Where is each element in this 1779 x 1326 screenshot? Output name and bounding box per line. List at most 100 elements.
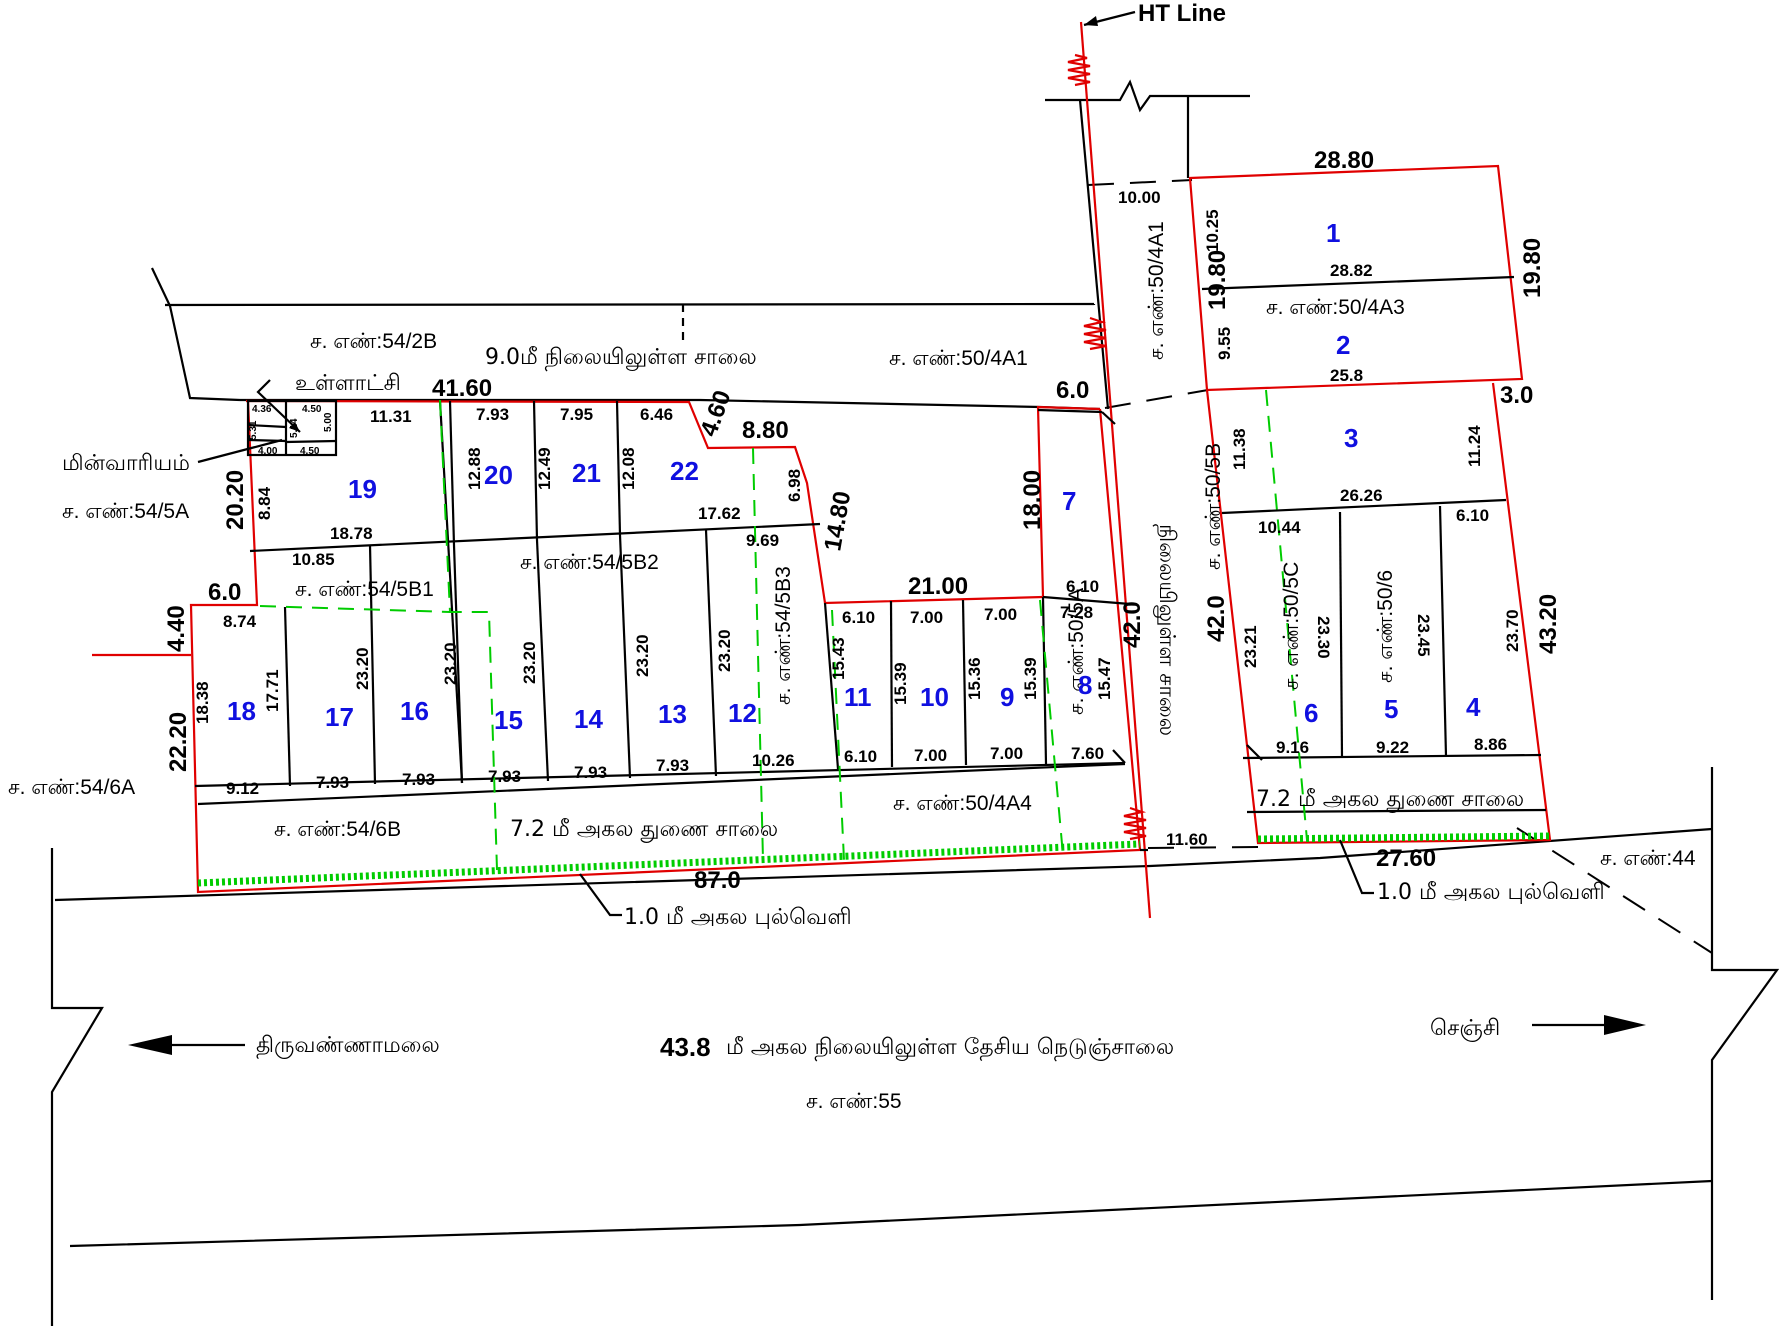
- dim-label: 23.20: [715, 629, 734, 672]
- dim-label: 4.36: [252, 404, 272, 415]
- dim-label: 7.00: [990, 744, 1023, 763]
- dim-label: 6.10: [844, 747, 877, 766]
- dim-label: 23.45: [1414, 614, 1433, 657]
- dim-label: 11.31: [370, 407, 412, 426]
- survey-s54-5b1: ச. எண்:54/5B1: [295, 578, 434, 601]
- dim-label: 23.30: [1314, 616, 1333, 659]
- dim-label: 6.10: [842, 608, 875, 627]
- dim-label: 15.39: [1021, 657, 1040, 700]
- grass-right-label: 1.0 மீ அகல புல்வெளி: [1377, 880, 1605, 905]
- dim-label: 15.43: [829, 637, 848, 680]
- dim-label: 23.20: [441, 642, 460, 685]
- road-9m-label: 9.0மீ நிலையிலுள்ள சாலை: [485, 345, 757, 371]
- dim-label: 23.70: [1503, 609, 1522, 652]
- dim-87-0: 87.0: [694, 867, 741, 894]
- grass-left-label: 1.0 மீ அகல புல்வெளி: [624, 905, 852, 930]
- dim-22-20: 22.20: [165, 712, 192, 772]
- dim-label: 6.98: [785, 469, 804, 502]
- dim-label: 18.78: [330, 524, 373, 543]
- dim-42-0-right: 42.0: [1203, 595, 1230, 642]
- dim-label: 4.00: [258, 446, 278, 457]
- dim-label: 5.31: [248, 420, 259, 440]
- plot-number: 14: [574, 704, 603, 734]
- dim-3-0: 3.0: [1500, 382, 1533, 409]
- left-block: [92, 399, 1148, 894]
- service-road-right-label: 7.2 மீ அகல துணை சாலை: [1256, 787, 1524, 813]
- survey-s50-4a1-v: ச. எண்:50/4A1: [1145, 221, 1168, 360]
- dim-label: 5.00: [323, 412, 334, 432]
- dim-label: 7.95: [560, 405, 593, 424]
- dim-label: 10.26: [752, 751, 795, 770]
- survey-s44: ச. எண்:44: [1600, 847, 1696, 870]
- dim-label: 7.93: [476, 405, 509, 424]
- dim-4-40: 4.40: [163, 605, 190, 652]
- dim-label: 7.93: [488, 767, 521, 786]
- dim-label: 7.60: [1071, 744, 1104, 763]
- dim-label: 28.82: [1330, 261, 1373, 280]
- dim-label: 9.22: [1376, 738, 1409, 757]
- dim-label: 8.74: [223, 612, 257, 631]
- dim-label: 12.88: [465, 447, 484, 490]
- dim-14-80: 14.80: [819, 489, 856, 553]
- dim-label: 26.26: [1340, 486, 1383, 505]
- right-block: [1147, 164, 1552, 849]
- survey-s50-4a4: ச. எண்:50/4A4: [893, 792, 1032, 815]
- arrow-right-icon: [1604, 1015, 1646, 1035]
- plot-number: 20: [484, 460, 513, 490]
- dim-label: 17.71: [263, 669, 282, 712]
- dim-label: 11.60: [1166, 830, 1208, 849]
- plot-number: 18: [227, 696, 256, 726]
- plot-number: 2: [1336, 330, 1350, 360]
- dim-6-0-top: 6.0: [1056, 377, 1089, 404]
- dim-label: 7.00: [984, 605, 1017, 624]
- dim-label: 7.93: [574, 763, 607, 782]
- dim-label: 4.50: [300, 446, 320, 457]
- ht-line-label: HT Line: [1138, 0, 1226, 27]
- dim-43-20: 43.20: [1535, 594, 1562, 654]
- dim-label: 7.00: [910, 608, 943, 627]
- side-road-label: நிலையிலுள்ள சாலை: [1153, 524, 1179, 736]
- dim-41-60: 41.60: [432, 375, 492, 402]
- service-road-left-label: 7.2 மீ அகல துணை சாலை: [510, 817, 778, 843]
- dim-21-00: 21.00: [908, 573, 968, 600]
- dim-label: 9.69: [746, 531, 779, 550]
- plot-number: 15: [494, 705, 523, 735]
- dim-label: 15.36: [965, 657, 984, 700]
- electricity-label: மின்வாரியம்: [62, 451, 190, 476]
- dim-label: 11.24: [1465, 425, 1484, 467]
- survey-s50-5b: ச. எண்:50/5B: [1202, 443, 1225, 570]
- dim-label: 23.20: [353, 647, 372, 690]
- plot-number: 4: [1466, 692, 1481, 722]
- leaders: [197, 379, 1374, 917]
- highway-width: 43.8: [660, 1032, 711, 1062]
- plot-number: 12: [728, 698, 757, 728]
- dim-label: 15.47: [1095, 657, 1114, 700]
- direction-arrows: [128, 1015, 1646, 1055]
- dim-label: 7.93: [656, 756, 689, 775]
- dim-42-0-left: 42.0: [1119, 601, 1146, 648]
- plot-number: 16: [400, 696, 429, 726]
- survey-s50-4a1-top: ச. எண்:50/4A1: [889, 347, 1028, 370]
- plot-number: 5: [1384, 694, 1398, 724]
- dim-27-60: 27.60: [1376, 845, 1436, 872]
- dim-label: 25.8: [1330, 366, 1363, 385]
- dim-label: 7.28: [1060, 603, 1093, 622]
- dim-label: 7.00: [914, 746, 947, 765]
- dim-label: 10.44: [1258, 518, 1301, 537]
- dim-label: 17.62: [698, 504, 741, 523]
- survey-s50-5a: ச. எண்:50/5A: [1065, 588, 1088, 715]
- survey-s50-4a3: ச. எண்:50/4A3: [1266, 296, 1405, 319]
- dim-label: 23.20: [633, 634, 652, 677]
- dim-label: 9.12: [226, 779, 259, 798]
- arrow-left-icon: [128, 1035, 172, 1055]
- dim-label: 15.39: [891, 662, 910, 705]
- survey-s54-2b: ச. எண்:54/2B: [310, 330, 437, 353]
- dim-4-60: 4.60: [695, 387, 736, 440]
- dim-label: 10.00: [1118, 188, 1161, 207]
- survey-s54-6b: ச. எண்:54/6B: [274, 818, 401, 841]
- survey-s50-6: ச. எண்:50/6: [1374, 570, 1397, 683]
- dim-label: 9.55: [1215, 327, 1234, 360]
- plot-number: 3: [1344, 423, 1358, 453]
- dim-label: 12.08: [619, 447, 638, 490]
- dim-label: 23.20: [520, 641, 539, 684]
